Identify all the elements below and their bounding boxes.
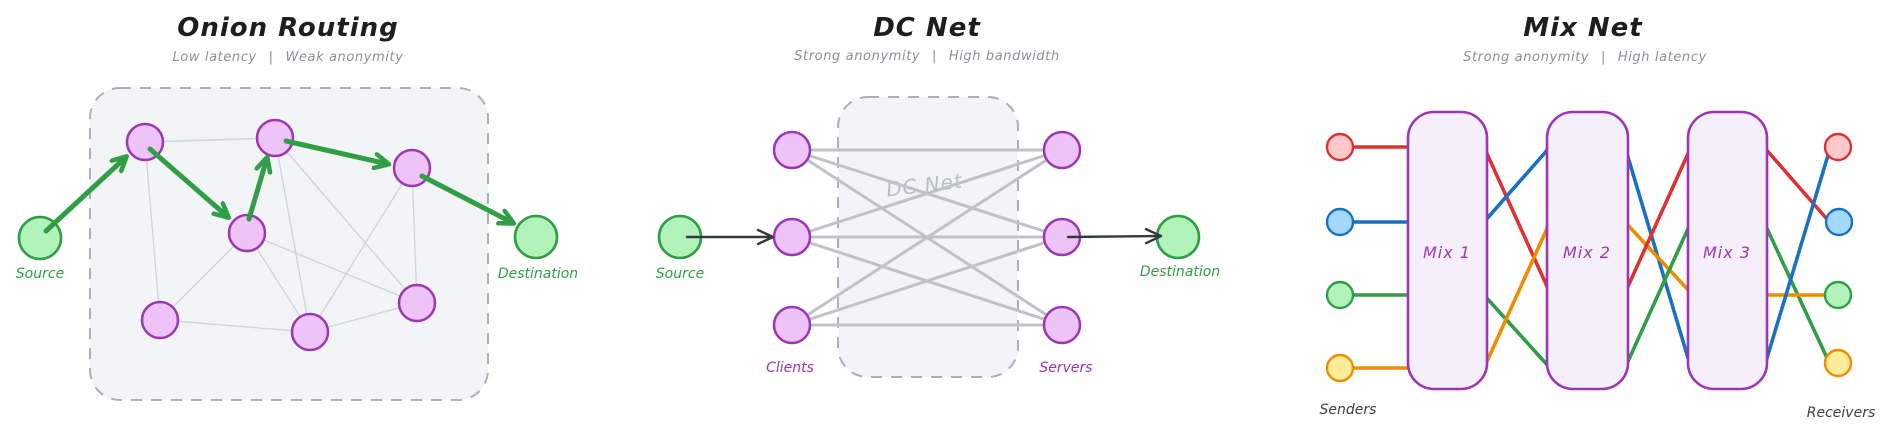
dcnet-server-nodes	[1042, 130, 1082, 345]
sender-node-yellow	[1325, 353, 1355, 383]
sender-nodes	[1325, 132, 1355, 383]
onion-circuit-path	[43, 138, 513, 234]
relay-node	[392, 148, 432, 188]
relay-node	[140, 300, 180, 340]
mixnet-subtitle: Strong anonymity | High latency	[1463, 50, 1707, 65]
mixnet-receivers-label: Receivers	[1807, 405, 1876, 421]
receiver-nodes	[1823, 132, 1854, 378]
mix1-box	[1406, 110, 1489, 391]
onion-destination-label: Destination	[498, 266, 578, 282]
receiver-node-blue	[1824, 207, 1854, 237]
receiver-node-green	[1823, 280, 1853, 310]
panel-dc-net: DC Net Strong anonymity | High bandwidth…	[656, 13, 1220, 378]
panel-onion-routing: Onion Routing Low latency | Weak anonymi…	[16, 13, 578, 401]
onion-relay-nodes	[125, 118, 437, 352]
dcnet-destination-label: Destination	[1140, 264, 1220, 280]
dcnet-client-nodes	[772, 130, 812, 345]
mixnet-message-lines	[1350, 145, 1831, 370]
dcnet-destination-node	[1155, 214, 1201, 260]
dcnet-title: DC Net	[873, 13, 981, 43]
client-node	[772, 130, 812, 170]
mix2-box	[1545, 110, 1630, 391]
mixnet-senders-label: Senders	[1320, 402, 1377, 418]
server-node	[1042, 305, 1082, 345]
onion-destination-node	[513, 214, 559, 260]
onion-title: Onion Routing	[177, 13, 399, 43]
receiver-node-red	[1823, 132, 1853, 162]
client-node	[772, 217, 812, 257]
relay-node	[255, 118, 295, 158]
onion-source-label: Source	[16, 266, 64, 282]
receiver-node-yellow	[1823, 348, 1853, 378]
client-node	[772, 305, 812, 345]
mix1-label: Mix 1	[1423, 243, 1471, 262]
relay-node	[290, 312, 330, 352]
sender-node-red	[1325, 132, 1355, 162]
mix3-label: Mix 3	[1703, 243, 1751, 262]
onion-subtitle: Low latency | Weak anonymity	[173, 50, 404, 65]
dcnet-output-arrow	[1066, 227, 1163, 245]
relay-node	[227, 213, 267, 253]
mix2-label: Mix 2	[1563, 243, 1611, 262]
dcnet-subtitle: Strong anonymity | High bandwidth	[794, 49, 1060, 64]
dcnet-servers-label: Servers	[1039, 360, 1092, 376]
dcnet-links	[790, 148, 1064, 327]
dcnet-clients-label: Clients	[766, 360, 814, 376]
mix3-box	[1686, 110, 1769, 391]
mixnet-title: Mix Net	[1523, 13, 1643, 43]
sender-node-green	[1325, 280, 1355, 310]
mix-boxes: Mix 1 Mix 2 Mix 3	[1406, 110, 1769, 391]
sender-node-blue	[1325, 207, 1355, 237]
dcnet-source-label: Source	[656, 266, 704, 282]
relay-node	[397, 283, 437, 323]
panel-mix-net: Mix Net Strong anonymity | High latency	[1320, 13, 1876, 421]
server-node	[1042, 130, 1082, 170]
